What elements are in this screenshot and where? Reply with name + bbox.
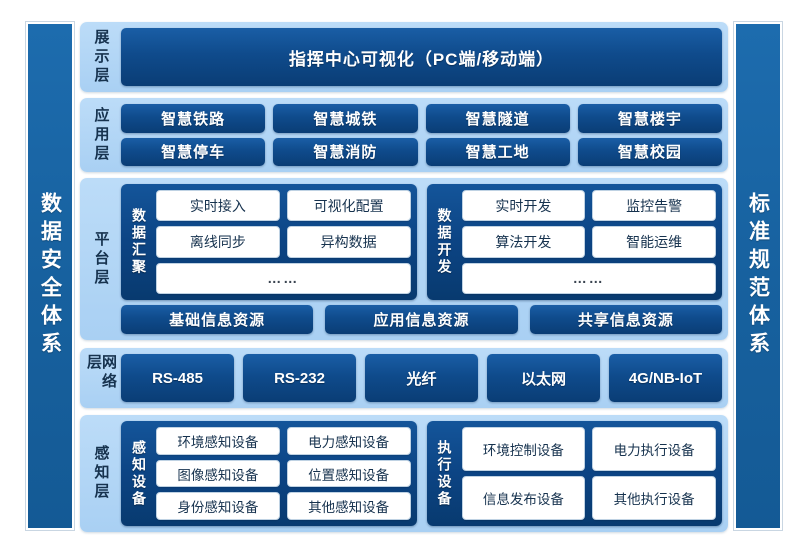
group-data-development: 数据开发 实时开发 监控告警 算法开发 智能运维 …… bbox=[426, 184, 722, 300]
app-item-smart-construction-site[interactable]: 智慧工地 bbox=[425, 137, 570, 166]
sensing-item-image-sensor[interactable]: 图像感知设备 bbox=[156, 459, 280, 488]
app-item-smart-campus[interactable]: 智慧校园 bbox=[577, 137, 722, 166]
development-item-ellipsis[interactable]: …… bbox=[461, 262, 716, 294]
left-pillar-data-security: 数据安全体系 bbox=[26, 22, 74, 530]
development-row-1: 实时开发 监控告警 bbox=[461, 190, 716, 222]
development-row-2: 算法开发 智能运维 bbox=[461, 226, 716, 258]
platform-resources: 基础信息资源 应用信息资源 共享信息资源 bbox=[121, 305, 722, 334]
development-item-intelligent-ops[interactable]: 智能运维 bbox=[592, 226, 716, 258]
right-pillar-standards: 标准规范体系 bbox=[734, 22, 782, 530]
app-item-smart-firefighting[interactable]: 智慧消防 bbox=[273, 137, 418, 166]
group-actuator-devices: 执行设备 环境控制设备 电力执行设备 信息发布设备 其他执行设备 bbox=[426, 421, 722, 526]
layer-platform-label: 平台层 bbox=[92, 230, 110, 288]
actuator-item-environment-control[interactable]: 环境控制设备 bbox=[461, 427, 586, 471]
aggregation-row-1: 实时接入 可视化配置 bbox=[156, 190, 411, 222]
group-sensing-devices-grid: 环境感知设备 电力感知设备 图像感知设备 位置感知设备 身份感知设备 其他感知设… bbox=[156, 427, 411, 521]
network-item-rs485[interactable]: RS-485 bbox=[121, 354, 234, 402]
group-sensing-devices-label-wrap: 感知设备 bbox=[127, 427, 151, 520]
development-row-3: …… bbox=[461, 262, 716, 294]
app-item-smart-railway[interactable]: 智慧铁路 bbox=[121, 104, 266, 133]
layer-platform: 平台层 数据汇聚 实时接入 可视化配置 离线同步 bbox=[80, 178, 728, 340]
layer-network-label: 网络层 bbox=[85, 354, 117, 392]
layer-application-body: 智慧铁路 智慧城铁 智慧隧道 智慧楼宇 智慧停车 智慧消防 智慧工地 智慧校园 bbox=[121, 104, 722, 166]
layer-application: 应用层 智慧铁路 智慧城铁 智慧隧道 智慧楼宇 智慧停车 智慧消防 智慧工地 智… bbox=[80, 98, 728, 172]
app-item-smart-building[interactable]: 智慧楼宇 bbox=[577, 104, 722, 133]
display-item-command-center[interactable]: 指挥中心可视化（PC端/移动端） bbox=[121, 28, 722, 86]
app-item-smart-tunnel[interactable]: 智慧隧道 bbox=[425, 104, 570, 133]
group-sensing-devices: 感知设备 环境感知设备 电力感知设备 图像感知设备 位置感知设备 身份感知设备 bbox=[121, 421, 417, 526]
network-item-fiber[interactable]: 光纤 bbox=[365, 354, 478, 402]
resource-item-application-info[interactable]: 应用信息资源 bbox=[325, 305, 518, 334]
network-item-ethernet[interactable]: 以太网 bbox=[487, 354, 600, 402]
sensing-row-2: 图像感知设备 位置感知设备 bbox=[156, 459, 411, 488]
actuator-item-other-actuator[interactable]: 其他执行设备 bbox=[592, 476, 716, 520]
layer-platform-body: 数据汇聚 实时接入 可视化配置 离线同步 异构数据 …… bbox=[121, 184, 722, 334]
layer-display-body: 指挥中心可视化（PC端/移动端） bbox=[121, 28, 722, 86]
sensing-row-3: 身份感知设备 其他感知设备 bbox=[156, 492, 411, 521]
app-item-smart-parking[interactable]: 智慧停车 bbox=[121, 137, 266, 166]
group-data-aggregation-label-wrap: 数据汇聚 bbox=[127, 190, 151, 294]
group-data-aggregation: 数据汇聚 实时接入 可视化配置 离线同步 异构数据 …… bbox=[121, 184, 417, 300]
application-row-1: 智慧铁路 智慧城铁 智慧隧道 智慧楼宇 bbox=[121, 104, 722, 133]
group-actuator-devices-label: 执行设备 bbox=[436, 439, 453, 508]
group-data-aggregation-grid: 实时接入 可视化配置 离线同步 异构数据 …… bbox=[156, 190, 411, 294]
actuator-row-1: 环境控制设备 电力执行设备 bbox=[461, 427, 716, 471]
group-actuator-devices-grid: 环境控制设备 电力执行设备 信息发布设备 其他执行设备 bbox=[461, 427, 716, 520]
aggregation-item-offline-sync[interactable]: 离线同步 bbox=[156, 226, 280, 258]
resource-item-basic-info[interactable]: 基础信息资源 bbox=[121, 305, 314, 334]
network-row: RS-485 RS-232 光纤 以太网 4G/NB-IoT bbox=[121, 354, 722, 402]
layer-sensing: 感知层 感知设备 环境感知设备 电力感知设备 图像感知设备 bbox=[80, 415, 728, 532]
sensing-row-1: 环境感知设备 电力感知设备 bbox=[156, 427, 411, 455]
layer-application-label-wrap: 应用层 bbox=[86, 104, 116, 166]
actuator-row-2: 信息发布设备 其他执行设备 bbox=[461, 476, 716, 520]
sensing-item-environment-sensor[interactable]: 环境感知设备 bbox=[156, 427, 280, 455]
aggregation-item-heterogeneous-data[interactable]: 异构数据 bbox=[286, 226, 411, 258]
app-item-smart-metro[interactable]: 智慧城铁 bbox=[273, 104, 418, 133]
sensing-item-other-sensor[interactable]: 其他感知设备 bbox=[286, 492, 411, 521]
aggregation-item-realtime-access[interactable]: 实时接入 bbox=[156, 190, 280, 222]
layer-sensing-body: 感知设备 环境感知设备 电力感知设备 图像感知设备 位置感知设备 身份感知设备 bbox=[121, 421, 722, 526]
sensing-groups: 感知设备 环境感知设备 电力感知设备 图像感知设备 位置感知设备 身份感知设备 bbox=[121, 421, 722, 526]
layer-network-body: RS-485 RS-232 光纤 以太网 4G/NB-IoT bbox=[121, 354, 722, 402]
network-item-4g-nbiot[interactable]: 4G/NB-IoT bbox=[609, 354, 722, 402]
group-data-development-label: 数据开发 bbox=[436, 208, 453, 276]
layer-application-label: 应用层 bbox=[92, 106, 110, 164]
sensing-item-location-sensor[interactable]: 位置感知设备 bbox=[286, 459, 411, 488]
layer-sensing-label: 感知层 bbox=[92, 445, 110, 502]
layer-display-label-wrap: 展示层 bbox=[86, 28, 116, 86]
sensing-item-power-sensor[interactable]: 电力感知设备 bbox=[286, 427, 411, 455]
right-pillar-label: 标准规范体系 bbox=[746, 192, 770, 360]
layer-sensing-label-wrap: 感知层 bbox=[86, 421, 116, 526]
actuator-item-info-publishing[interactable]: 信息发布设备 bbox=[461, 476, 586, 520]
development-item-realtime-development[interactable]: 实时开发 bbox=[461, 190, 586, 222]
layer-display-label: 展示层 bbox=[92, 28, 110, 86]
application-row-2: 智慧停车 智慧消防 智慧工地 智慧校园 bbox=[121, 137, 722, 166]
aggregation-row-3: …… bbox=[156, 262, 411, 294]
group-sensing-devices-label: 感知设备 bbox=[131, 439, 147, 508]
group-actuator-devices-label-wrap: 执行设备 bbox=[433, 427, 457, 520]
group-data-development-grid: 实时开发 监控告警 算法开发 智能运维 …… bbox=[461, 190, 716, 294]
layer-network: 网络层 RS-485 RS-232 光纤 以太网 4G/NB-IoT bbox=[80, 348, 728, 408]
sensing-item-identity-sensor[interactable]: 身份感知设备 bbox=[156, 492, 280, 521]
group-data-aggregation-label: 数据汇聚 bbox=[131, 208, 147, 276]
actuator-item-power-actuator[interactable]: 电力执行设备 bbox=[592, 427, 716, 471]
platform-groups: 数据汇聚 实时接入 可视化配置 离线同步 异构数据 …… bbox=[121, 184, 722, 300]
layer-platform-label-wrap: 平台层 bbox=[86, 184, 116, 334]
group-data-development-label-wrap: 数据开发 bbox=[433, 190, 457, 294]
left-pillar-label: 数据安全体系 bbox=[38, 192, 62, 360]
aggregation-row-2: 离线同步 异构数据 bbox=[156, 226, 411, 258]
resource-item-shared-info[interactable]: 共享信息资源 bbox=[529, 305, 722, 334]
layer-network-label-wrap: 网络层 bbox=[85, 354, 117, 402]
layer-display: 展示层 指挥中心可视化（PC端/移动端） bbox=[80, 22, 728, 92]
aggregation-item-ellipsis[interactable]: …… bbox=[156, 262, 411, 294]
aggregation-item-visual-config[interactable]: 可视化配置 bbox=[286, 190, 411, 222]
network-item-rs232[interactable]: RS-232 bbox=[243, 354, 356, 402]
development-item-monitoring-alarm[interactable]: 监控告警 bbox=[592, 190, 716, 222]
development-item-algorithm-development[interactable]: 算法开发 bbox=[461, 226, 586, 258]
